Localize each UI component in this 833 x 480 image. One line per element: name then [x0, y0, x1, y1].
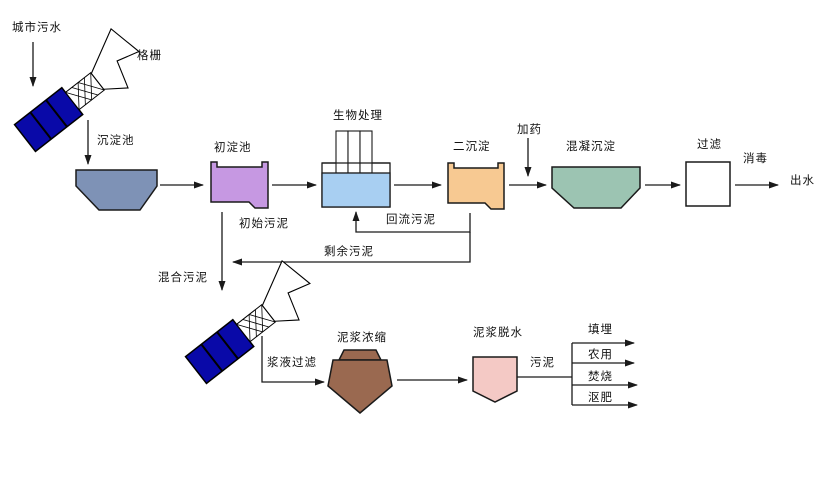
label-return-sludge: 回流污泥	[386, 212, 436, 226]
label-slurry-filtration: 浆液过滤	[267, 355, 317, 369]
label-sludge-thickening: 泥浆浓缩	[337, 330, 387, 344]
arrow-excess-sludge	[232, 232, 471, 266]
label-effluent: 出水	[790, 173, 815, 187]
label-disinfection: 消毒	[743, 151, 768, 165]
label-disposal-agricultural: 农用	[588, 347, 613, 361]
label-initial-sludge: 初始污泥	[239, 216, 289, 230]
label-primary-clarifier: 初淀池	[214, 140, 252, 154]
label-disposal-incineration: 焚烧	[588, 369, 613, 383]
label-dosing: 加药	[517, 122, 542, 136]
primary-clarifier-shape	[210, 161, 269, 209]
label-filtration: 过滤	[697, 137, 722, 151]
sludge-dewatering-shape	[472, 356, 518, 403]
coagulation-tank-shape	[551, 166, 641, 209]
arrow-slurry-filtration	[261, 336, 325, 386]
label-sludge-dewatering: 泥浆脱水	[473, 325, 523, 339]
label-secondary-clarifier: 二沉淀	[453, 139, 491, 153]
sludge-thickener-shape	[327, 349, 393, 414]
label-coagulation-sedimentation: 混凝沉淀	[566, 139, 616, 153]
aeration-tube	[347, 130, 361, 174]
sedimentation-tank-shape	[75, 169, 158, 211]
label-sludge: 污泥	[530, 355, 555, 369]
label-bar-screen: 格栅	[137, 48, 162, 62]
biological-treatment-shape	[321, 130, 391, 208]
label-urban-sewage: 城市污水	[12, 20, 62, 34]
label-mixed-sludge: 混合污泥	[158, 270, 208, 284]
label-biological-treatment: 生物处理	[333, 108, 383, 122]
label-sedimentation-tank: 沉淀池	[97, 133, 135, 147]
label-excess-sludge: 剩余污泥	[324, 244, 374, 258]
label-disposal-composting: 沤肥	[588, 390, 613, 404]
label-disposal-landfill: 填埋	[588, 322, 613, 336]
aeration-tube	[335, 130, 349, 174]
filter-shape	[685, 161, 731, 207]
aeration-tube	[359, 130, 373, 174]
arrow-return-sludge	[352, 211, 471, 233]
secondary-clarifier-shape	[447, 162, 505, 210]
aeration-water	[321, 172, 391, 208]
